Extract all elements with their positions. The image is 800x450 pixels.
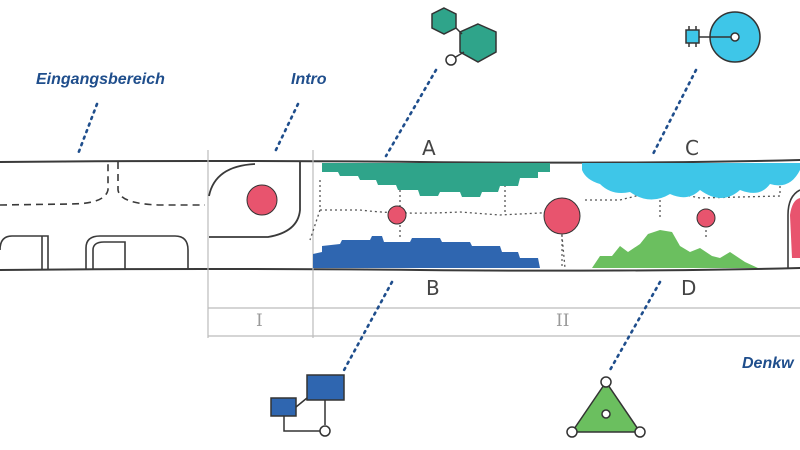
label-denkw: Denkw xyxy=(742,355,794,372)
zone-label-a: A xyxy=(422,136,436,160)
block-diagram-icon xyxy=(270,374,345,437)
zone-b-block xyxy=(313,236,540,268)
pin-intro xyxy=(246,184,278,216)
zone-a-canopy xyxy=(322,163,550,197)
pin-large xyxy=(543,197,581,235)
right-edge-element xyxy=(790,198,800,258)
triangle-network-icon xyxy=(566,376,646,438)
pin-small-1 xyxy=(387,205,407,225)
zone-label-b: B xyxy=(426,276,440,300)
zone-c-clouds xyxy=(582,163,800,200)
right-edge-bracket xyxy=(787,189,800,268)
label-entrance: Eingangsbereich xyxy=(36,71,165,88)
label-intro: Intro xyxy=(291,71,327,88)
zone-d-mountains xyxy=(592,230,758,268)
pin-small-2 xyxy=(696,208,716,228)
entrance-area xyxy=(0,162,205,270)
pins xyxy=(246,184,716,235)
section-grid xyxy=(207,150,800,338)
section-label-two: II xyxy=(556,311,570,331)
zone-label-d: D xyxy=(681,276,697,300)
section-label-one: I xyxy=(256,311,263,331)
hexagon-molecule-icon xyxy=(431,7,497,66)
zone-label-c: C xyxy=(685,136,699,160)
intro-area xyxy=(208,162,301,238)
microchip-target-icon xyxy=(685,11,761,63)
leader-lines xyxy=(76,68,698,374)
